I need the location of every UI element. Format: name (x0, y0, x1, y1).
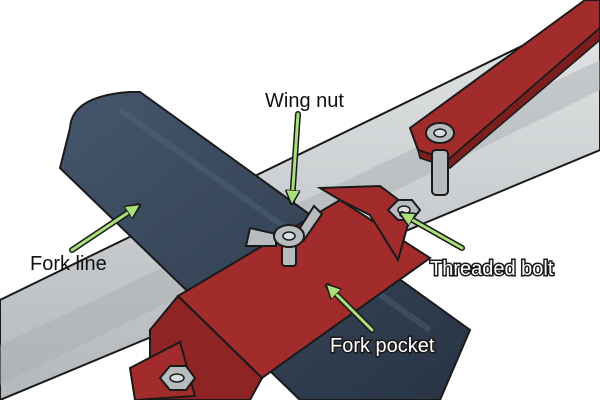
label-threaded-bolt: Threaded bolt (430, 258, 554, 280)
label-fork-line: Fork line (30, 253, 107, 275)
label-wing-nut: Wing nut (265, 90, 344, 112)
callout-arrows (69, 111, 465, 333)
wing-nut-icon (244, 204, 324, 267)
label-fork-pocket: Fork pocket (330, 335, 435, 357)
upper-clamp-bar (408, 0, 600, 196)
hex-nut-icon (158, 365, 197, 391)
bolt-icon (425, 122, 455, 196)
